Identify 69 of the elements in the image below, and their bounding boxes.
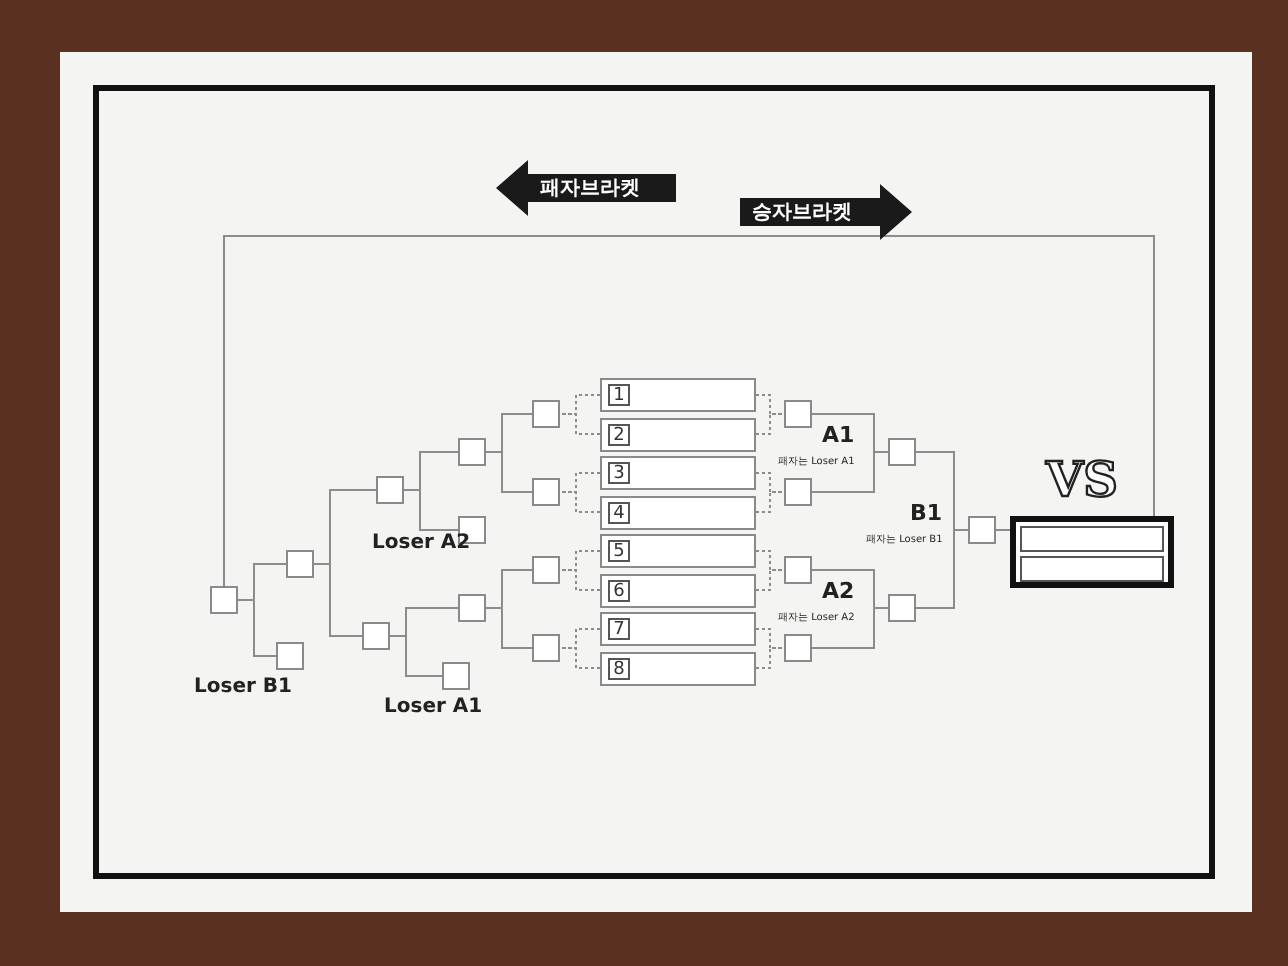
dotted-line xyxy=(755,550,785,571)
arrow-label: 승자브라켓 xyxy=(752,200,852,226)
vs-label: VS xyxy=(1046,452,1118,508)
dotted-line xyxy=(755,569,785,591)
arrow-sign xyxy=(740,184,912,240)
dotted-line xyxy=(559,413,601,435)
player-slot xyxy=(600,417,756,451)
bracket-line xyxy=(811,451,889,493)
dotted-line xyxy=(755,647,785,669)
dotted-line xyxy=(755,472,785,493)
arrow-label: 패자브라켓 xyxy=(540,176,640,202)
match-box xyxy=(784,556,812,584)
player-slot xyxy=(600,573,756,607)
player-slot xyxy=(600,612,756,646)
match-box xyxy=(458,438,486,466)
slot-number: 4 xyxy=(608,501,630,523)
slot-number: 2 xyxy=(608,423,630,445)
dotted-line xyxy=(559,550,601,571)
bracket-line xyxy=(403,489,459,531)
match-label: Loser A1 xyxy=(384,696,483,718)
slot-number: 3 xyxy=(608,462,630,484)
bracket-line xyxy=(811,607,889,649)
match-label: A1 xyxy=(822,424,855,448)
bracket-line xyxy=(389,635,443,677)
match-box xyxy=(784,478,812,506)
dotted-line xyxy=(559,569,601,591)
match-box xyxy=(376,476,404,504)
bracket-line xyxy=(313,563,363,637)
player-slot xyxy=(600,456,756,490)
match-label: Loser B1 xyxy=(194,676,292,698)
slot-number: 1 xyxy=(608,384,630,406)
match-box xyxy=(532,634,560,662)
slot-number: 8 xyxy=(608,657,630,679)
dotted-line xyxy=(755,491,785,513)
match-box xyxy=(784,400,812,428)
arrow-sign xyxy=(496,160,676,216)
slot-number: 5 xyxy=(608,540,630,562)
bracket-line xyxy=(915,529,969,609)
match-label: Loser A2 xyxy=(372,532,471,554)
dotted-line xyxy=(559,472,601,493)
match-box xyxy=(532,478,560,506)
dotted-line xyxy=(755,413,785,435)
dotted-line xyxy=(559,491,601,513)
final-box xyxy=(1010,456,1174,588)
dotted-line xyxy=(559,647,601,669)
match-box xyxy=(286,550,314,578)
dotted-line xyxy=(559,628,601,649)
match-label: A2 xyxy=(822,580,855,604)
slot-number: 7 xyxy=(608,618,630,640)
match-box xyxy=(532,400,560,428)
player-slot xyxy=(600,495,756,529)
bracket-line xyxy=(237,599,277,657)
dotted-line xyxy=(755,628,785,649)
match-box xyxy=(532,556,560,584)
bracket-line xyxy=(485,451,533,493)
match-box xyxy=(210,586,238,614)
bracket-line xyxy=(485,607,533,649)
bracket-line xyxy=(223,235,1155,587)
dotted-line xyxy=(755,394,785,415)
match-box xyxy=(458,594,486,622)
match-box xyxy=(784,634,812,662)
player-slot xyxy=(600,534,756,568)
player-slot xyxy=(600,651,756,685)
match-box xyxy=(362,622,390,650)
player-slot xyxy=(600,378,756,412)
match-label: B1 xyxy=(910,502,943,526)
dotted-line xyxy=(559,394,601,415)
slot-number: 6 xyxy=(608,579,630,601)
bracket-line xyxy=(995,529,1011,531)
